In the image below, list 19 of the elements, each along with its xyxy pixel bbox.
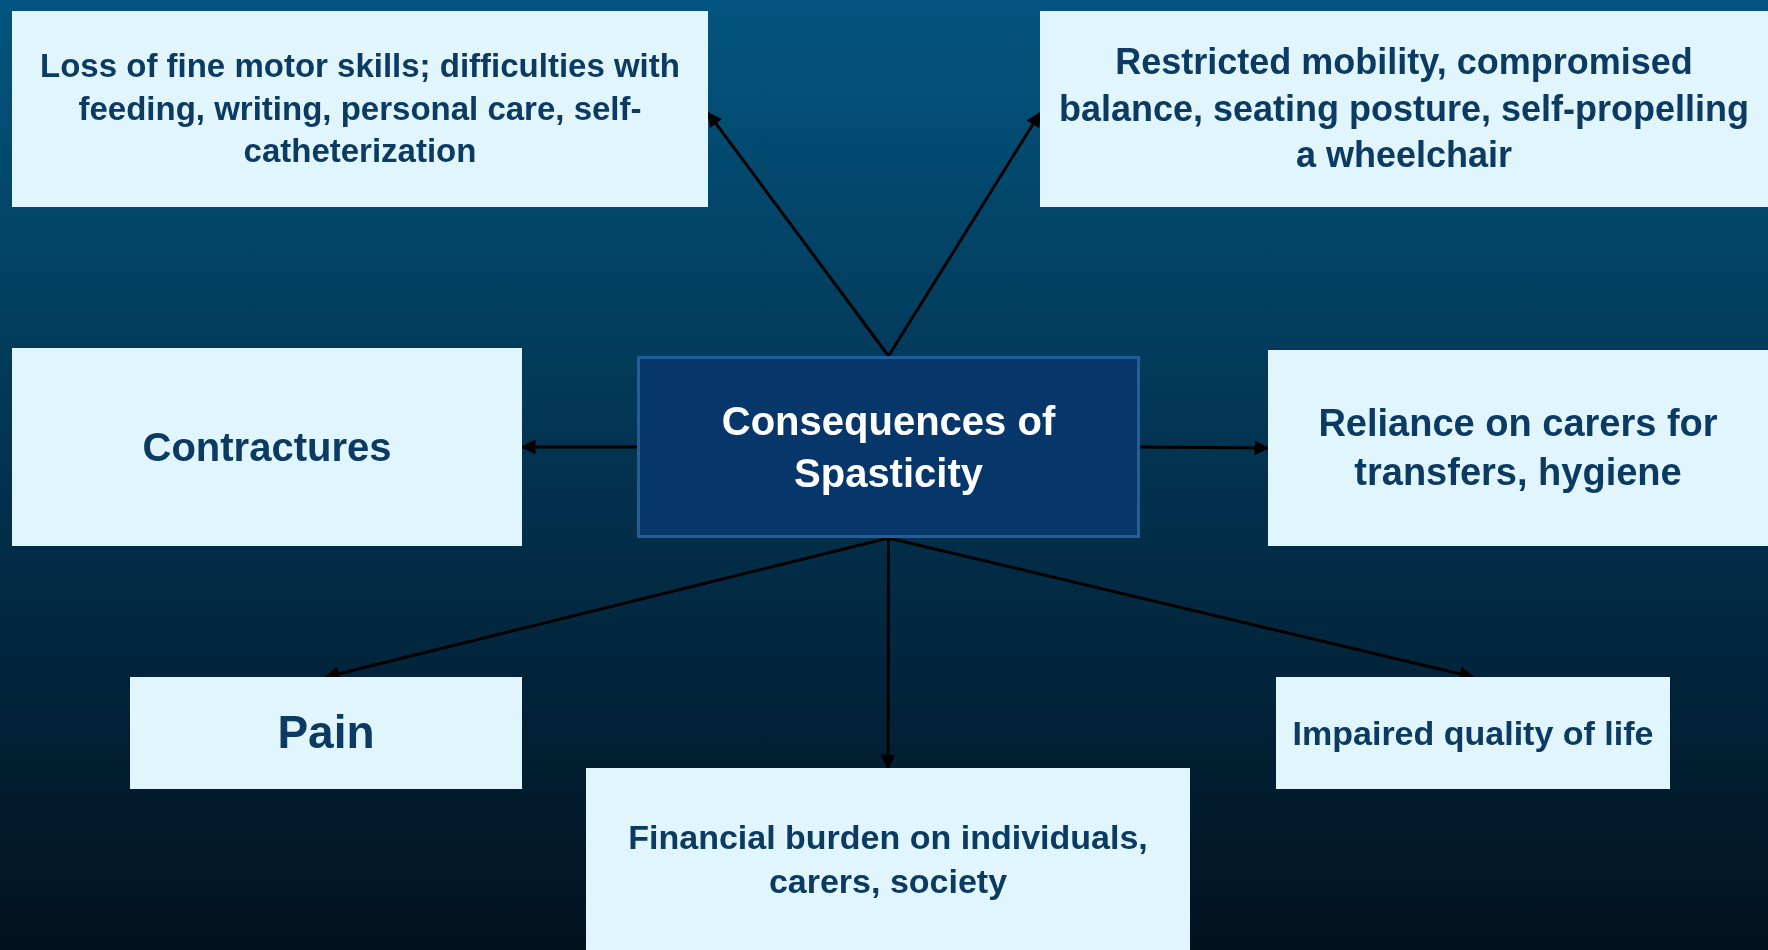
arrow [887,111,1042,357]
box-text: Consequences of Spasticity [720,398,1057,497]
consequence-box [12,11,708,207]
consequence-box [1276,677,1670,789]
box-text: Financial burden on individuals, carers, society [627,816,1149,902]
box-text: Restricted mobility, compromised balance, seating posture, self-propelling a wheelchair [1057,39,1751,178]
consequence-box [12,348,522,546]
consequence-box [1040,11,1768,207]
box-text: Pain [277,705,375,761]
consequence-box [130,677,522,789]
box-text: Contractures [142,424,392,471]
box-text: Impaired quality of life [1292,712,1654,754]
arrow [880,538,896,770]
arrow [1140,440,1270,456]
consequence-box [586,768,1190,950]
central-box [637,356,1140,538]
box-text: Loss of fine motor skills; difficulties with feeding, writing, personal care, self-catheterization [39,45,681,172]
consequence-box [1268,350,1768,546]
box-text: Reliance on carers for transfers, hygiene [1317,400,1719,495]
